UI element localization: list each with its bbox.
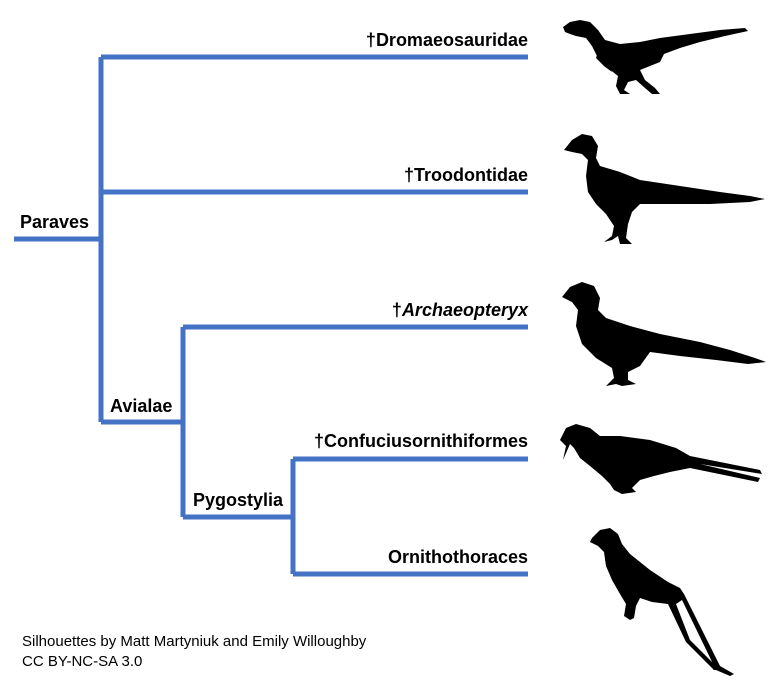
dromaeosaurid-silhouette	[563, 20, 748, 94]
confuciusornis-silhouette	[560, 424, 762, 494]
taxon-label-dromaeosauridae: †Dromaeosauridae	[366, 30, 528, 50]
taxon-label-ornithothoraces: Ornithothoraces	[388, 547, 528, 567]
credit-line-2: CC BY-NC-SA 3.0	[22, 653, 143, 670]
extinct-dagger: †	[391, 300, 402, 320]
extinct-dagger: †	[403, 165, 414, 185]
extinct-dagger: †	[313, 431, 324, 451]
taxon-name: Ornithothoraces	[387, 547, 528, 567]
archaeopteryx-silhouette	[562, 282, 766, 386]
taxon-label-archaeopteryx: †Archaeopteryx	[392, 300, 528, 320]
taxon-name: Dromaeosauridae	[375, 30, 528, 50]
ornithothoracine-silhouette	[590, 528, 734, 676]
taxon-name: Confuciusornithiformes	[323, 431, 528, 451]
clade-label-avialae: Avialae	[110, 396, 173, 416]
taxon-label-confuciusornithiformes: †Confuciusornithiformes	[314, 431, 528, 451]
extinct-dagger: †	[365, 30, 376, 50]
taxon-label-troodontidae: †Troodontidae	[404, 165, 528, 185]
tree-branches	[14, 54, 528, 577]
credit-line-1: Silhouettes by Matt Martyniuk and Emily …	[22, 633, 367, 650]
taxon-name: Troodontidae	[414, 165, 528, 185]
clade-label-pygostylia: Pygostylia	[193, 490, 284, 510]
clade-label-paraves: Paraves	[20, 212, 90, 232]
taxon-name: Archaeopteryx	[401, 300, 528, 320]
troodontid-silhouette	[564, 134, 765, 244]
